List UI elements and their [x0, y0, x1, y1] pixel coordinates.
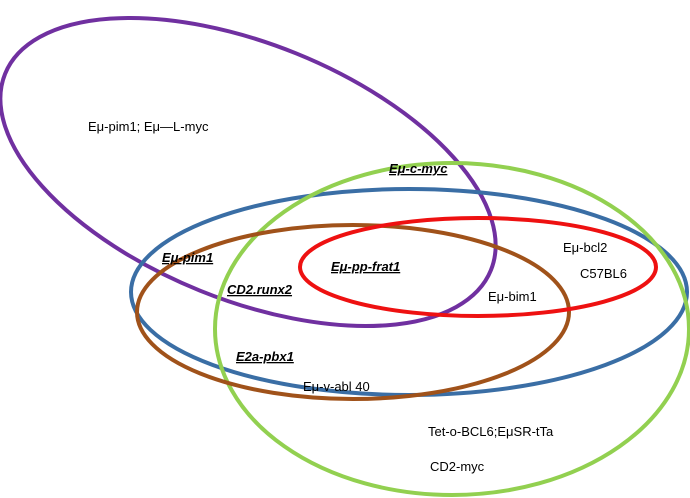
- red-ellipse: [298, 216, 658, 318]
- label-pbx1: E2a-pbx1: [236, 349, 294, 364]
- label-c-myc: Eμ-c-myc: [389, 161, 448, 176]
- green-ellipse: [213, 161, 690, 497]
- purple-ellipse: [0, 15, 498, 329]
- label-c57bl6: C57BL6: [580, 266, 627, 281]
- label-cd2myc: CD2-myc: [430, 459, 485, 474]
- label-runx2: CD2.runx2: [227, 282, 293, 297]
- label-bim1: Eμ-bim1: [488, 289, 537, 304]
- brown-ellipse: [135, 223, 571, 401]
- label-pim1: Eμ-pim1: [162, 250, 213, 265]
- label-vabl: Eμ-v-abl 40: [303, 379, 370, 394]
- label-bcl2: Eμ-bcl2: [563, 240, 607, 255]
- label-bcl6: Tet-o-BCL6;EμSR-tTa: [428, 424, 554, 439]
- label-pp-frat1: Eμ-pp-frat1: [331, 259, 400, 274]
- label-pim1-lmyc: Eμ-pim1; Eμ—L-myc: [88, 119, 209, 134]
